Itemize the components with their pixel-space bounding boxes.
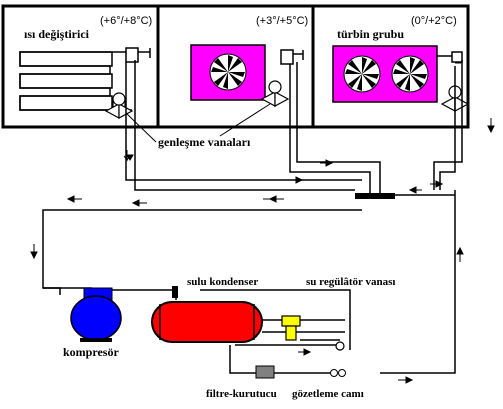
sight-glass [330, 369, 346, 377]
heat-exchanger-coil [19, 51, 132, 111]
distributor-middle [280, 49, 304, 65]
distributor-heat-exchanger [125, 47, 151, 63]
filter-drier [255, 365, 275, 379]
fan-unit-middle [190, 44, 266, 101]
label-expansion-valves: genleşme vanaları [158, 135, 251, 149]
compressor [70, 287, 122, 342]
water-condenser [151, 286, 263, 343]
fan-unit-turbine [332, 45, 438, 103]
distributor-turbine [437, 51, 463, 63]
room-box-turbine [311, 4, 470, 129]
temp-range-middle: (+3°/+5°C) [256, 15, 308, 27]
leader-lines-valves [125, 103, 271, 143]
temp-range-heat-exchanger: (+6°/+8°C) [100, 15, 152, 27]
label-filter-drier: filtre-kurutucu [206, 388, 277, 400]
label-water-condenser: sulu kondenser [187, 276, 258, 288]
flow-arrows [30, 62, 495, 384]
refrigerant-piping [42, 60, 463, 374]
fan-icon [391, 55, 429, 93]
temp-range-turbine: (0°/+2°C) [411, 15, 457, 27]
expansion-valve-2 [260, 80, 290, 108]
room-label-turbine: türbin grubu [337, 27, 404, 41]
label-sight-glass: gözetleme camı [292, 388, 364, 400]
label-compressor: kompresör [63, 345, 119, 359]
label-water-regulator-valve: su regülâtör vanası [306, 276, 395, 288]
suction-header [355, 193, 395, 199]
fan-icon [209, 53, 247, 91]
room-label-heat-exchanger: ısı değiştirici [24, 27, 90, 41]
water-regulator-valve [281, 315, 345, 351]
fan-icon [343, 55, 381, 93]
